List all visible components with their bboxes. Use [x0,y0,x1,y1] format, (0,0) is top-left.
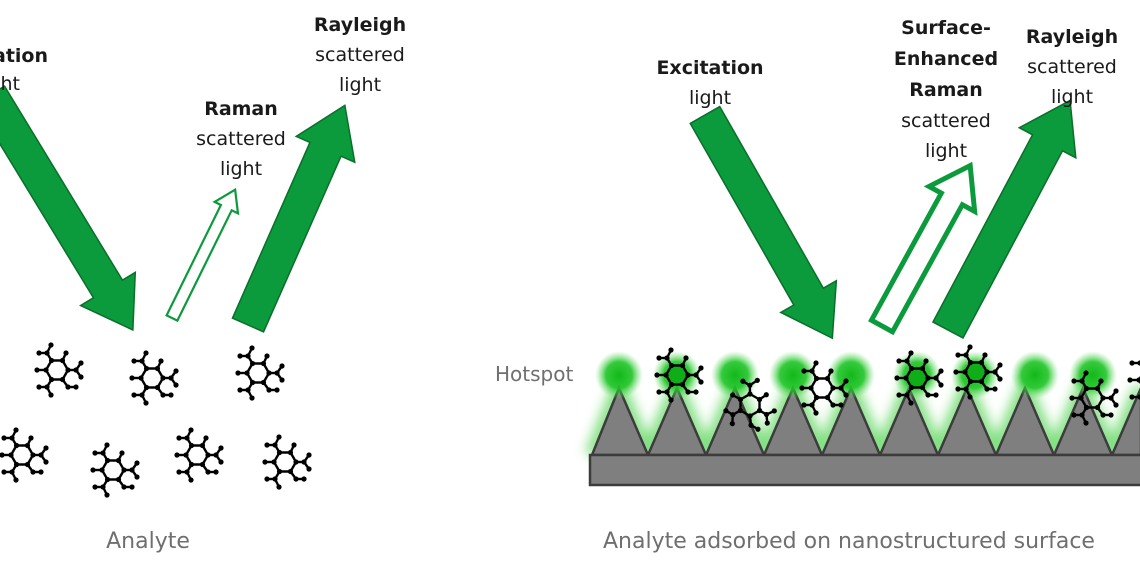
rayleigh-arrow-right [931,99,1077,339]
raman-sublabel: scattered [196,128,286,150]
molecule [89,441,141,499]
rayleigh-sublabel-left: light [339,74,381,96]
excitation-sublabel-right: light [689,87,731,109]
raman-label: Raman [204,98,278,120]
hotspot [595,351,643,399]
hotspot [1011,351,1059,399]
molecule [234,344,286,402]
rayleigh-sublabel-left: scattered [315,44,405,66]
molecule [0,426,50,484]
adsorbed-molecules [653,343,1140,444]
rayleigh-label-left: Rayleigh [314,14,406,36]
rayleigh-sublabel-right: light [1051,86,1093,108]
molecule [33,341,85,399]
sers-arrow [868,161,978,336]
sers-label: Enhanced [894,48,998,70]
caption-nanostructured: Analyte adsorbed on nanostructured surfa… [603,529,1095,554]
hotspot [1069,351,1117,399]
hotspot [711,351,759,399]
sers-sublabel: scattered [901,110,991,132]
sers-label: Surface- [901,17,991,39]
hotspot-label: Hotspot [495,362,573,386]
excitation-label-right: Excitation [656,57,763,79]
raman-sublabel: light [220,158,262,180]
hotspot [769,351,817,399]
left-panel: Excitation light Raman scattered light R… [0,14,406,554]
excitation-label-left: Excitation [0,45,48,67]
molecule [173,426,225,484]
rayleigh-arrow-left [231,104,356,333]
rayleigh-label-right: Rayleigh [1026,26,1118,48]
analyte-molecules [0,341,313,499]
raman-arrow-left [165,187,240,323]
rayleigh-sublabel-right: scattered [1027,56,1117,78]
excitation-sublabel-left: light [0,73,20,95]
substrate-base [588,453,1140,487]
sers-label: Raman [909,79,983,101]
caption-analyte: Analyte [106,529,190,554]
excitation-arrow-left [0,85,137,332]
molecule [261,433,313,491]
excitation-arrow-right [689,105,838,340]
nanostructured-substrate [588,384,1140,487]
hotspot [827,351,875,399]
right-panel: Hotspot Excitation light Surface- Enhanc… [495,17,1140,554]
sers-sublabel: light [925,140,967,162]
molecule [128,349,180,407]
